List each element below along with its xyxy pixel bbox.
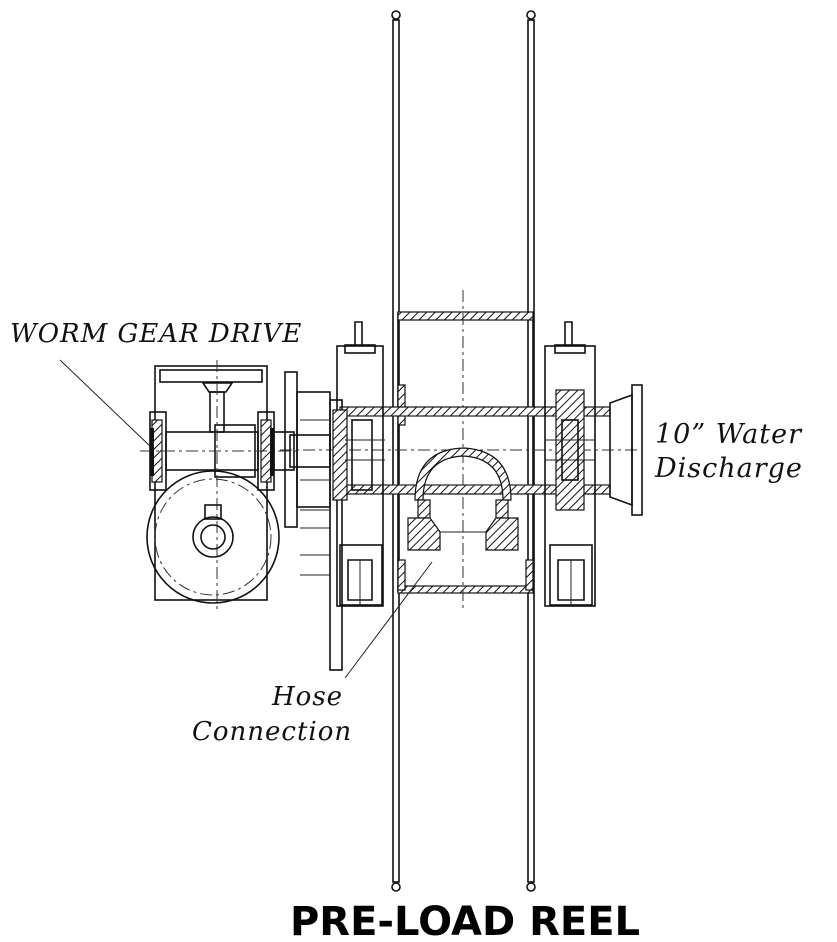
rod-bottom-eye-right bbox=[526, 882, 536, 892]
worm-gear-leader bbox=[59, 359, 153, 449]
worm-gear-drive-label: WORM GEAR DRIVE bbox=[10, 319, 302, 349]
rod-bottom-eye-left bbox=[391, 882, 401, 892]
coupling-plate bbox=[284, 371, 331, 576]
diagram-title: PRE-LOAD REEL bbox=[290, 899, 640, 942]
rod-left bbox=[392, 19, 400, 883]
drum-hub bbox=[397, 290, 534, 610]
water-discharge-label-line2: Discharge bbox=[654, 453, 803, 484]
leader-lines bbox=[59, 359, 433, 679]
hose-connection-fitting bbox=[407, 447, 519, 551]
hose-connection-label-line2: Connection bbox=[192, 717, 352, 747]
hose-connection-leader bbox=[344, 561, 433, 679]
hose-connection-label-line1: Hose bbox=[271, 682, 343, 712]
rod-top-eye-left bbox=[391, 10, 401, 20]
right-bearing-block bbox=[544, 321, 596, 607]
water-discharge-label-line1: 10” Water bbox=[655, 419, 803, 450]
worm-gear-drive bbox=[140, 360, 300, 610]
rod-right bbox=[527, 19, 535, 883]
discharge-flange bbox=[609, 384, 643, 516]
left-bearing-block bbox=[329, 321, 385, 671]
rod-top-eye-right bbox=[526, 10, 536, 20]
worm-wheel bbox=[146, 470, 280, 604]
flange-rods bbox=[391, 10, 536, 892]
